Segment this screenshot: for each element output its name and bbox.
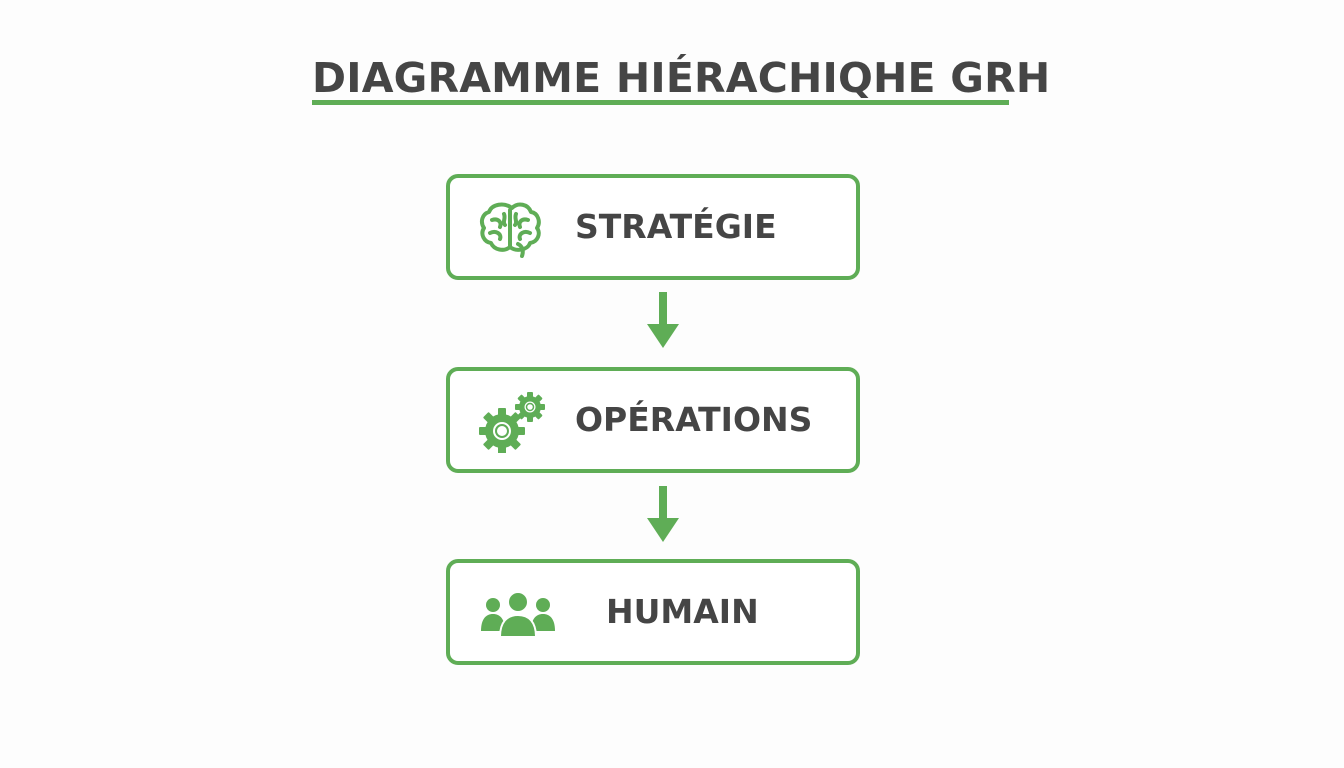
title-underline [312,100,1009,105]
brain-icon [479,202,541,258]
diagram-title: DIAGRAMME HIÉRACHIQHE GRH [312,54,1051,102]
node-label-strategie: STRATÉGIE [575,207,777,246]
arrow-strategie-to-operations [647,292,679,348]
node-label-humain: HUMAIN [606,592,759,631]
node-humain: HUMAIN [446,559,860,665]
arrow-operations-to-humain [647,486,679,542]
node-label-operations: OPÉRATIONS [575,400,813,439]
people-icon [481,591,555,638]
node-operations: OPÉRATIONS [446,367,860,473]
node-strategie: STRATÉGIE [446,174,860,280]
gears-icon [479,392,545,453]
